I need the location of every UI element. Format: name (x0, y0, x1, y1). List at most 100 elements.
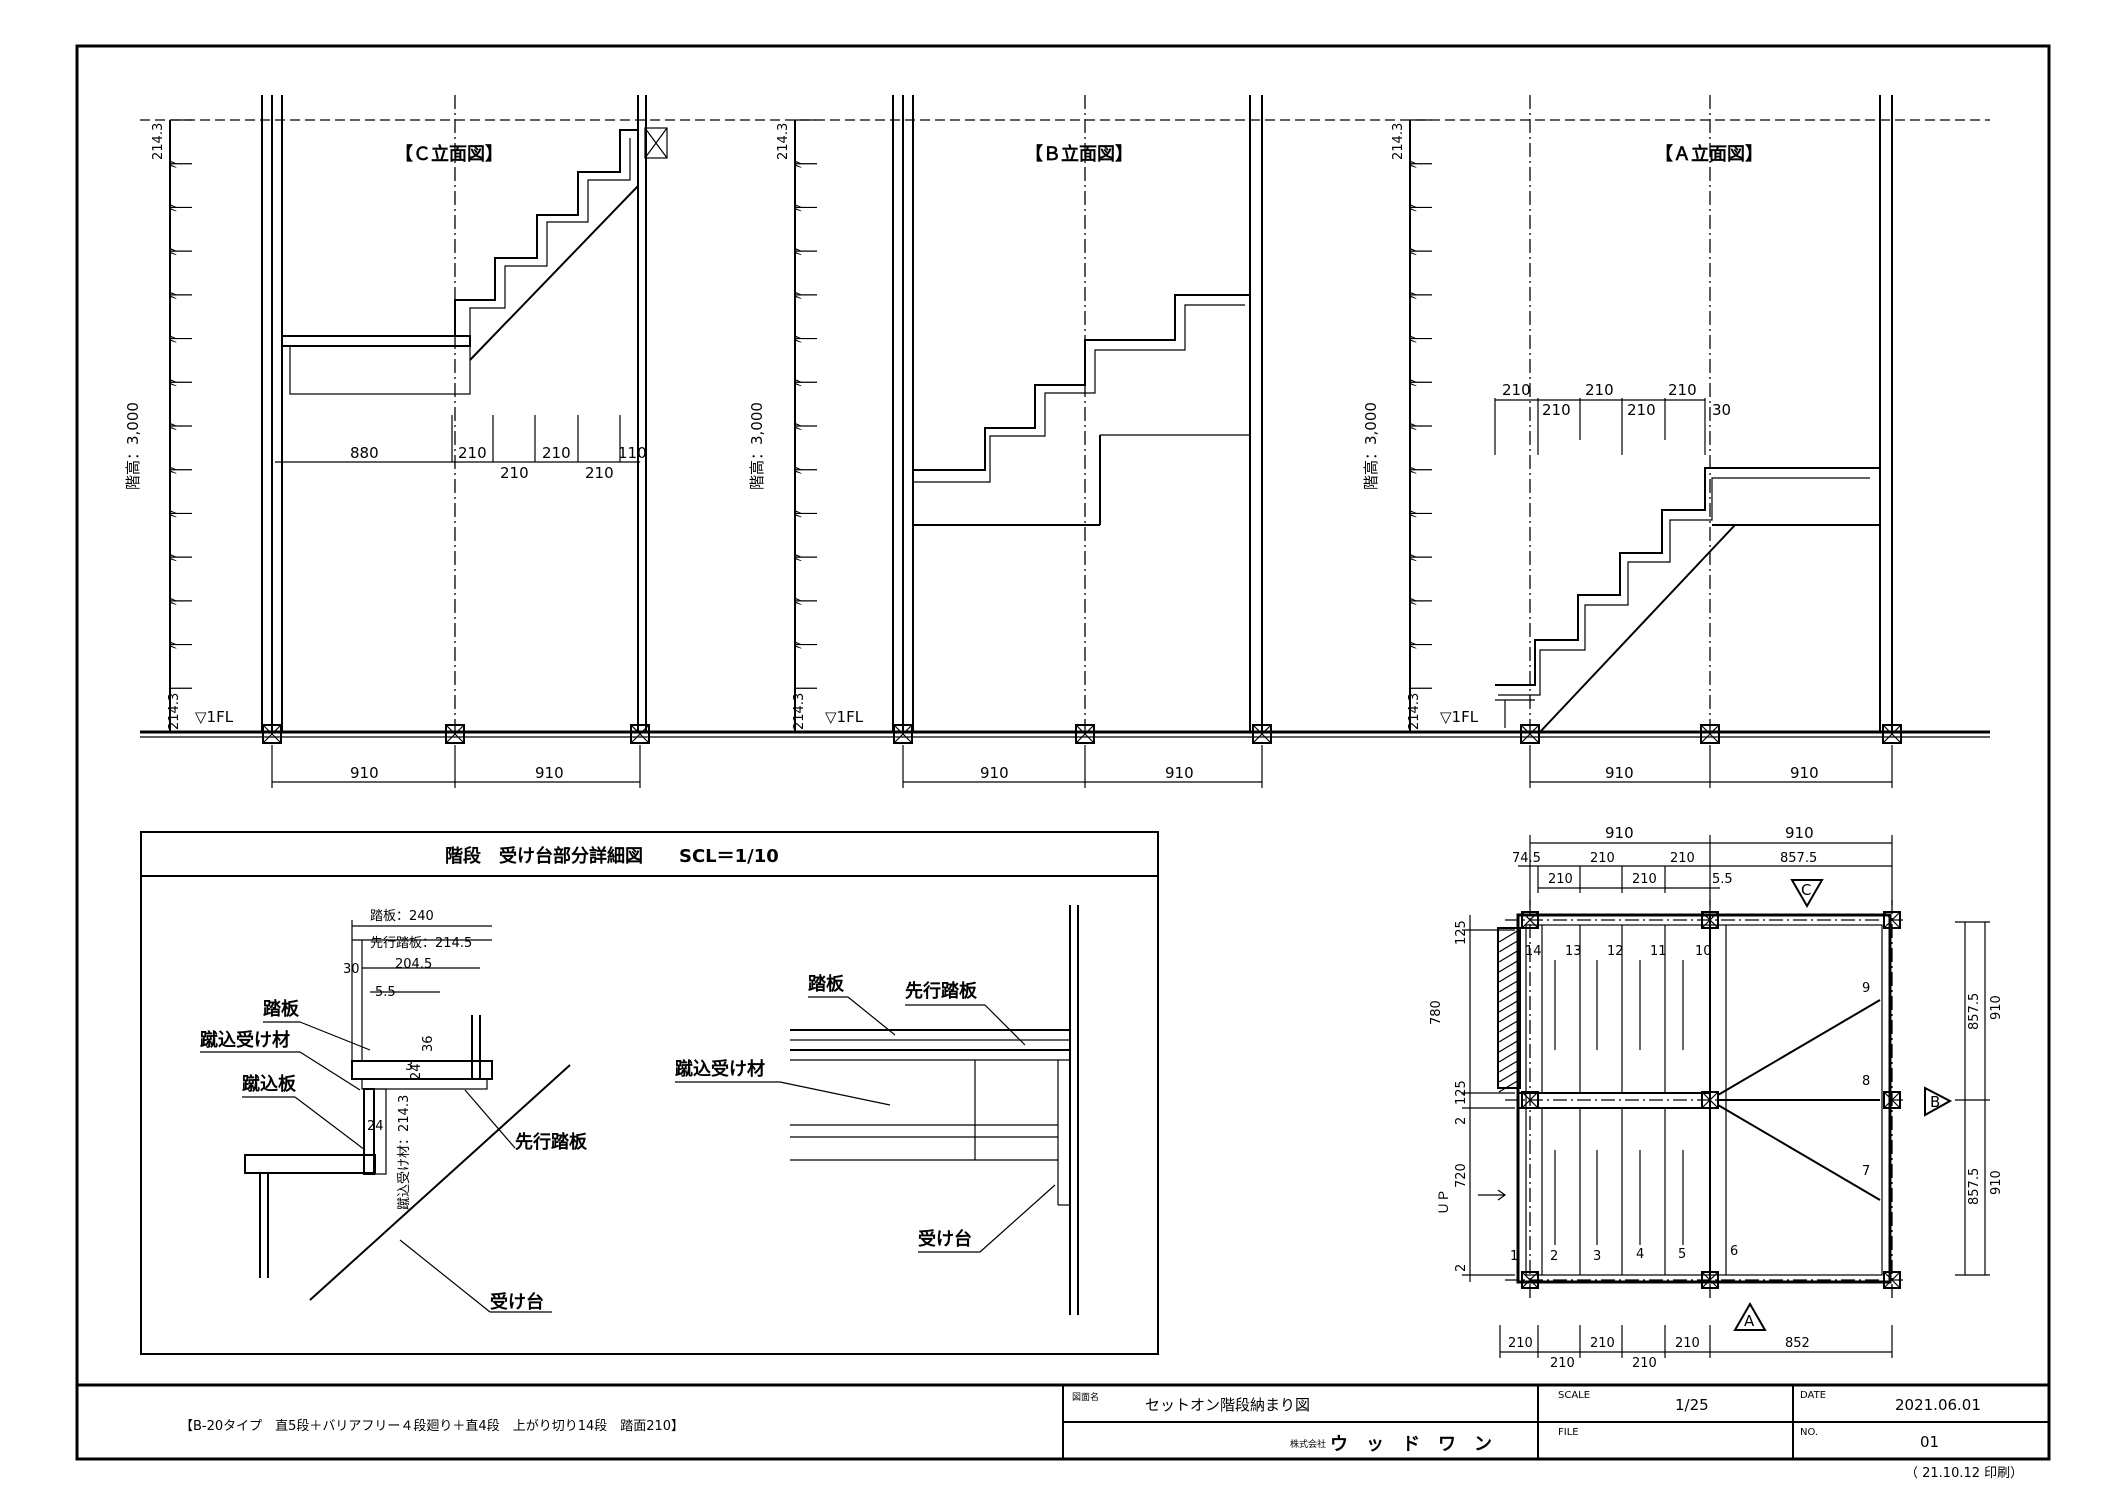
section-marker-a (1733, 1301, 1767, 1331)
hatch-line (1498, 999, 1520, 1013)
no-label: NO. (1800, 1427, 1818, 1438)
column-x (1075, 724, 1095, 744)
ditto-mark: 〃 (1407, 464, 1422, 477)
ditto-mark: 〃 (1407, 201, 1422, 214)
bottom-dim: 214.3 (792, 693, 807, 730)
stair-profile (454, 129, 638, 336)
stringer (469, 185, 639, 361)
ditto-mark: 〃 (792, 639, 807, 652)
plan-dim: 210 (1632, 872, 1657, 887)
plan-dim: 210 (1548, 872, 1573, 887)
dim-210: 210 (1502, 381, 1531, 399)
dim-210: 210 (1585, 381, 1614, 399)
ditto-mark: 〃 (167, 201, 182, 214)
floor-label: ▽1FL (1440, 708, 1479, 726)
file-label: FILE (1558, 1427, 1579, 1438)
plan-bottom-dim: 852 (1785, 1336, 1810, 1351)
dim-210: 210 (500, 464, 529, 482)
dim-3: 3 (405, 1059, 413, 1074)
step-number: 7 (1862, 1164, 1870, 1179)
ditto-mark: 〃 (167, 595, 182, 608)
column-marker (445, 724, 465, 744)
hatch-line (1498, 1019, 1520, 1033)
plan-left-dim: 2 (1454, 1117, 1469, 1125)
ditto-mark: 〃 (167, 507, 182, 520)
plan-bottom-dim: 210 (1550, 1356, 1575, 1371)
plan-column-x (1883, 1271, 1901, 1289)
print-note: （ 21.10.12 印刷） (1905, 1466, 2023, 1481)
ditto-mark: 〃 (1407, 245, 1422, 258)
plan-column (1521, 1091, 1539, 1109)
title-block: 【B-20タイプ 直5段＋バリアフリー４段廻り＋直4段 上がり切り14段 踏面2… (77, 1383, 2049, 1481)
leader-line (399, 1239, 491, 1313)
column-x (445, 724, 465, 744)
hatch-line (1498, 1059, 1520, 1073)
detail-frame (140, 831, 1159, 1355)
hatch-line (1498, 1049, 1520, 1063)
plan-dim: 210 (1670, 851, 1695, 866)
plan-column-x (1701, 1091, 1719, 1109)
column-x (262, 724, 282, 744)
step-number: 14 (1525, 944, 1542, 959)
ditto-mark: 〃 (167, 333, 182, 346)
plan-column (1521, 911, 1539, 929)
ditto-mark: 〃 (792, 464, 807, 477)
riser-support (373, 1088, 387, 1175)
riser-support-dim: 蹴込受け材：214.3 (397, 1095, 412, 1210)
post-box (644, 127, 668, 159)
column-x (1700, 724, 1720, 744)
step-number: 3 (1593, 1249, 1601, 1264)
leader-line (984, 1004, 1026, 1046)
height-label: 階高：3,000 (748, 402, 766, 490)
tread-dim: 踏板：240 (370, 909, 434, 924)
label-tread: 踏板 (808, 973, 845, 995)
ditto-mark: 〃 (1407, 551, 1422, 564)
stair-inner (913, 304, 1245, 483)
marker-b-label: B (1930, 1093, 1940, 1111)
column-marker (893, 724, 913, 744)
ditto-mark: 〃 (167, 464, 182, 477)
leader-line (299, 1021, 371, 1051)
plan-dim: 857.5 (1780, 851, 1817, 866)
column-marker (1520, 724, 1540, 744)
ditto-mark: 〃 (1407, 595, 1422, 608)
plan-left-dim: 125 (1454, 1080, 1469, 1105)
dim-24: 24 (409, 1063, 424, 1080)
date-label: DATE (1800, 1390, 1826, 1401)
hatch-line (1498, 989, 1520, 1003)
lead-tread-dim: 先行踏板：214.5 (370, 936, 472, 951)
ditto-mark: 〃 (1407, 158, 1422, 171)
hatch-line (1498, 1079, 1520, 1093)
column-box (1252, 724, 1272, 744)
plan-right-dim: 857.5 (1967, 993, 1982, 1030)
column-box (893, 724, 913, 744)
ditto-mark: 〃 (167, 158, 182, 171)
hatch-line (1498, 949, 1520, 963)
post-x (644, 127, 668, 159)
section-marker-b (1924, 1086, 1953, 1117)
leader-line (464, 1089, 516, 1149)
dim-5-5: 5.5 (375, 985, 396, 1000)
plan-column (1883, 1091, 1901, 1109)
hatch-line (1498, 1039, 1520, 1053)
dim-210: 210 (458, 444, 487, 462)
ditto-mark: 〃 (167, 551, 182, 564)
plan-left-dim: 125 (1454, 920, 1469, 945)
no-value: 01 (1920, 1433, 1939, 1451)
drawing-name-label: 図面名 (1072, 1391, 1099, 1403)
plan-bottom-dim: 210 (1632, 1356, 1657, 1371)
bottom-dim: 214.3 (167, 693, 182, 730)
plan-column (1701, 1271, 1719, 1289)
view-title: 【Ｃ立面図】 (395, 143, 503, 165)
height-label: 階高：3,000 (1362, 402, 1380, 490)
support-diagonal (309, 1064, 571, 1301)
plan-column (1701, 1091, 1719, 1109)
bottom-dim-910: 910 (350, 764, 379, 782)
column-marker (630, 724, 650, 744)
dim-24: 24 (367, 1119, 384, 1134)
plan-column (1883, 911, 1901, 929)
plan-column-x (1883, 1091, 1901, 1109)
ditto-mark: 〃 (792, 551, 807, 564)
dim-36: 36 (421, 1035, 436, 1052)
leader-line (299, 1051, 361, 1091)
